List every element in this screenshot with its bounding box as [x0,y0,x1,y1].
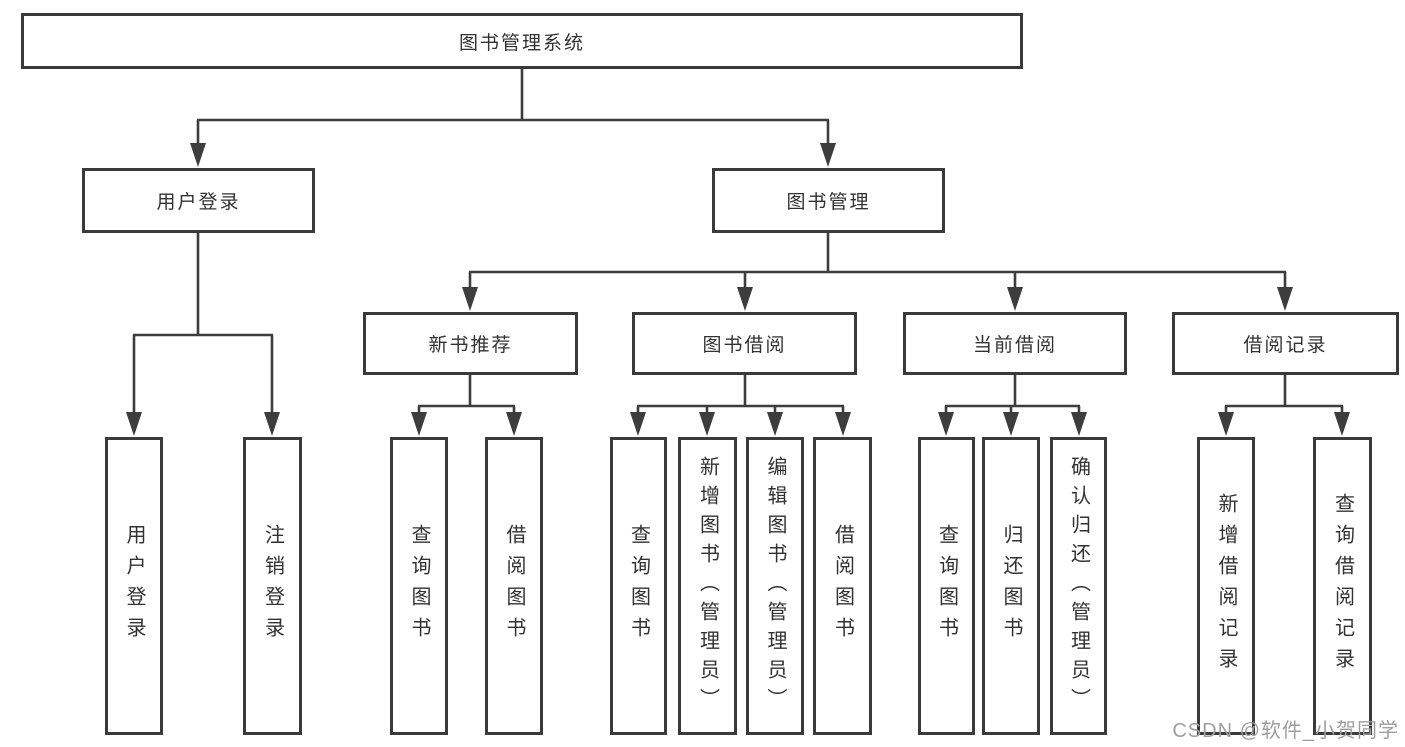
leaf-records-add-record: 新增借阅记录 [1197,437,1255,735]
node-current-borrow: 当前借阅 [903,312,1127,375]
leaf-label: 查询图书 [627,524,650,648]
leaf-label: 新增图书（管理员） [696,455,719,717]
leaf-borrow-borrow-books: 借阅图书 [813,437,872,735]
leaf-label: 借阅图书 [831,524,854,648]
leaf-label: 用户登录 [123,524,145,648]
arrowhead-group [126,143,1350,436]
leaf-records-query-record: 查询借阅记录 [1313,437,1372,735]
leaf-borrow-add-books-admin: 新增图书（管理员） [678,437,737,735]
leaf-borrow-query-books: 查询图书 [610,437,667,735]
leaf-label: 确认归还（管理员） [1067,455,1090,717]
leaf-current-return-books: 归还图书 [982,437,1040,735]
leaf-label: 查询借阅记录 [1331,493,1354,679]
leaf-label: 注销登录 [261,524,284,648]
node-book-management: 图书管理 [712,168,945,233]
node-borrow-records: 借阅记录 [1172,312,1399,375]
leaf-recommend-borrow-books: 借阅图书 [485,437,543,735]
leaf-label: 查询图书 [935,524,958,648]
leaf-label: 编辑图书（管理员） [764,455,786,717]
node-user-login: 用户登录 [82,168,315,233]
leaf-user-login: 用户登录 [105,437,163,735]
leaf-label: 借阅图书 [503,524,525,648]
node-new-book-recommend: 新书推荐 [363,312,578,375]
leaf-label: 查询图书 [408,524,430,648]
watermark: CSDN @软件_小贺同学 [1172,720,1399,742]
leaf-recommend-query-books: 查询图书 [390,437,448,735]
node-book-borrow: 图书借阅 [632,312,857,375]
leaf-current-query-books: 查询图书 [918,437,975,735]
leaf-label: 归还图书 [1000,524,1022,648]
leaf-current-confirm-return-admin: 确认归还（管理员） [1050,437,1107,735]
leaf-borrow-edit-books-admin: 编辑图书（管理员） [746,437,804,735]
node-root: 图书管理系统 [21,13,1023,69]
leaf-label: 新增借阅记录 [1215,493,1237,679]
leaf-logout: 注销登录 [243,437,302,735]
